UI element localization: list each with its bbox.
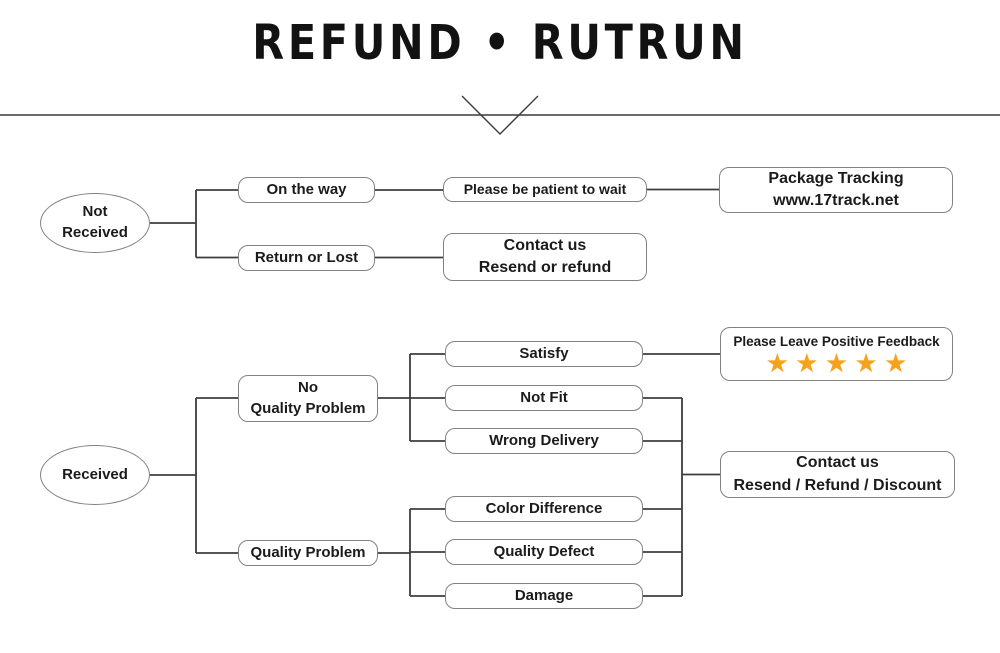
five-star-rating-icon: ★★★★★: [766, 349, 916, 376]
node-received: Received: [40, 445, 150, 505]
node-contact-resend-refund-discount: Contact us Resend / Refund / Discount: [720, 451, 955, 498]
node-contact-resend-refund: Contact us Resend or refund: [443, 233, 647, 281]
node-package-tracking: Package Tracking www.17track.net: [719, 167, 953, 213]
node-positive-feedback: Please Leave Positive Feedback ★★★★★: [720, 327, 953, 381]
feedback-label: Please Leave Positive Feedback: [733, 334, 940, 350]
page-title: REFUND • RUTRUN: [252, 14, 748, 71]
node-please-be-patient: Please be patient to wait: [443, 177, 647, 202]
node-return-or-lost: Return or Lost: [238, 245, 375, 271]
chevron-down-icon: [461, 95, 539, 135]
node-not-received: Not Received: [40, 193, 150, 253]
node-quality-defect: Quality Defect: [445, 539, 643, 565]
node-wrong-delivery: Wrong Delivery: [445, 428, 643, 454]
node-on-the-way: On the way: [238, 177, 375, 203]
node-satisfy: Satisfy: [445, 341, 643, 367]
node-damage: Damage: [445, 583, 643, 609]
node-color-difference: Color Difference: [445, 496, 643, 522]
node-no-quality-problem: No Quality Problem: [238, 375, 378, 422]
node-quality-problem: Quality Problem: [238, 540, 378, 566]
node-not-fit: Not Fit: [445, 385, 643, 411]
